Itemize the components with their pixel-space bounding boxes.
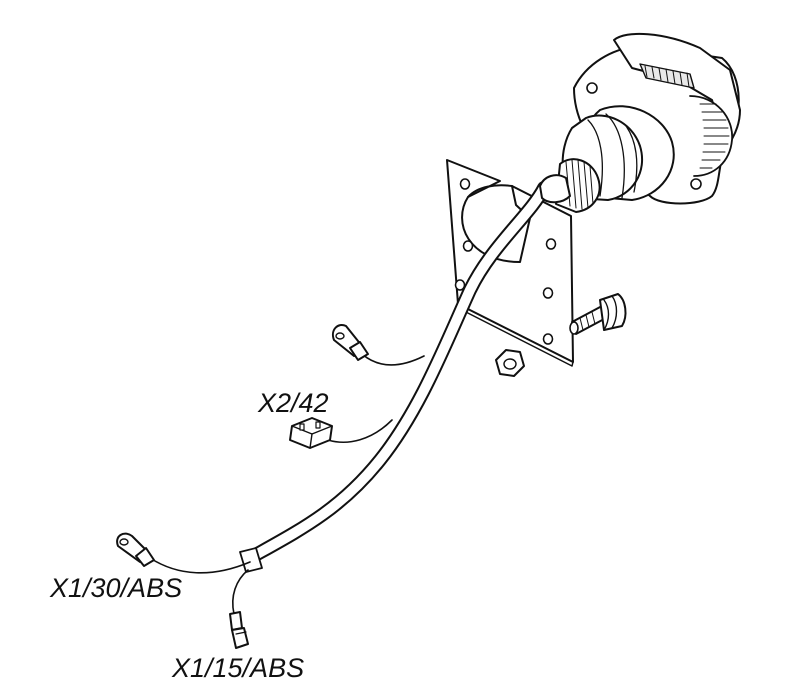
- ring-terminal-lower: [116, 532, 155, 567]
- trailer-socket: [539, 32, 741, 213]
- mounting-plate: [446, 159, 574, 367]
- label-x1-30-abs: X1/30/ABS: [50, 573, 183, 603]
- cover-ribbing: [644, 65, 690, 88]
- flat-connector-x2-42: [289, 417, 333, 449]
- hex-nut-facets: [587, 113, 638, 199]
- main-cable: [239, 181, 551, 573]
- ring-terminal-upper: [332, 324, 369, 361]
- label-x2-42: X2/42: [258, 388, 329, 418]
- branch-wires: [149, 353, 425, 615]
- bolt: [569, 293, 627, 335]
- plate-bolt-holes: [454, 178, 557, 345]
- threaded-back: [689, 95, 733, 177]
- spade-connector-x1-15: [229, 611, 249, 649]
- label-x1-15-abs: X1/15/ABS: [172, 653, 305, 683]
- nut: [495, 349, 525, 377]
